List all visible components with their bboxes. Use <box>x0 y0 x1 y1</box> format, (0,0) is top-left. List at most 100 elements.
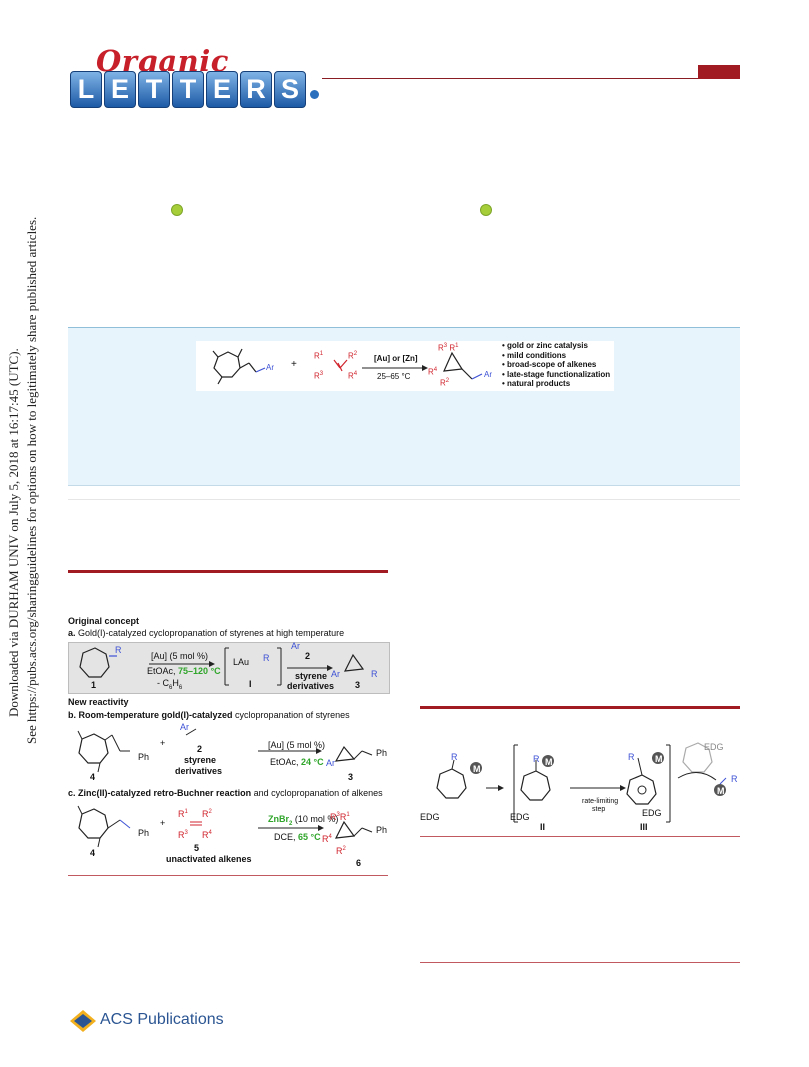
scheme2-bottom-rule <box>420 836 740 837</box>
toc-bullet: • broad-scope of alkenes <box>502 360 597 369</box>
scheme1-bottom-rule <box>68 875 388 876</box>
logo-letter: E <box>104 71 136 108</box>
scheme2-edg4: EDG <box>704 742 724 752</box>
toc-bullets: • gold or zinc catalysis • mild conditio… <box>502 341 610 389</box>
scheme2-structures <box>436 742 727 823</box>
toc-r4: R4 <box>348 371 358 381</box>
panel-c-r2: R2 <box>202 809 212 819</box>
scheme2-m4: M <box>717 786 725 796</box>
scheme2-num2: II <box>540 822 546 832</box>
scheme2-r3: R <box>628 752 635 762</box>
abstract-footer <box>68 485 740 500</box>
toc-bullet: • mild conditions <box>502 350 567 360</box>
toc-prod-r3r1: R3 R1 <box>438 343 459 353</box>
publisher-name: ACS Publications <box>100 1011 224 1028</box>
scheme2-rate2: step <box>592 806 606 813</box>
panel-a-intermediate: LAu <box>233 657 250 667</box>
toc-ar-reactant: Ar <box>266 363 274 372</box>
scheme3-bottom-rule <box>420 962 740 963</box>
toc-r1: R1 <box>314 351 324 361</box>
toc-graphic: Ar + R1 R2 R3 R4 [Au] or [Zn] 25–65 °C R… <box>196 341 614 391</box>
panel-a-derivatives: derivatives <box>287 681 335 691</box>
orcid-icon[interactable] <box>480 204 492 216</box>
logo-letter: S <box>274 71 306 108</box>
panel-a-r: R <box>115 645 122 655</box>
scheme2-r4: R <box>731 774 738 784</box>
panel-a-int-num: I <box>249 679 252 689</box>
toc-bullet: • gold or zinc catalysis <box>502 341 588 350</box>
logo-letter: R <box>240 71 272 108</box>
panel-c-prod-ph: Ph <box>376 825 388 835</box>
panel-a-styrene: styrene <box>295 671 328 681</box>
panel-b-plus: + <box>160 738 166 748</box>
panel-c-prod-r3r1: R3R1 <box>330 812 350 822</box>
scheme2-edg1: EDG <box>420 812 440 822</box>
toc-bullet: • late-stage functionalization <box>502 369 611 379</box>
toc-r2: R2 <box>348 351 358 361</box>
new-reactivity-heading: New reactivity <box>68 697 129 707</box>
panel-c-num5: 5 <box>194 843 200 853</box>
panel-c-prod-r2: R2 <box>336 846 346 856</box>
scheme2-top-rule <box>420 706 740 709</box>
toc-ar-product: Ar <box>484 370 492 379</box>
panel-a-box: R 1 [Au] (5 mol %) EtOAc, 75–120 °C - C6… <box>68 641 390 694</box>
panel-c-conditions: DCE, 65 °C <box>274 832 321 842</box>
scheme2-r2: R <box>533 754 540 764</box>
header-box <box>698 65 740 79</box>
panel-c-num4: 4 <box>90 848 96 858</box>
logo-letter: E <box>206 71 238 108</box>
logo-letter: T <box>172 71 204 108</box>
panel-b-styrene: styrene <box>184 755 217 765</box>
scheme2-edg2: EDG <box>510 812 530 822</box>
toc-r3: R3 <box>314 371 324 381</box>
scheme2-m1: M <box>473 764 481 774</box>
orcid-icon[interactable] <box>171 204 183 216</box>
panel-c-num6: 6 <box>356 858 362 868</box>
original-concept-heading: Original concept <box>68 616 140 626</box>
panel-b-prod-ar: Ar <box>326 758 335 768</box>
scheme2-rate1: rate-limiting <box>582 798 619 805</box>
panel-a-loss: - C6H6 <box>157 678 183 691</box>
scheme2-m3: M <box>655 754 663 764</box>
download-notice: Downloaded via DURHAM UNIV on July 5, 20… <box>6 348 21 717</box>
toc-plus: + <box>291 359 297 370</box>
panel-a-prod-r: R <box>371 669 378 679</box>
scheme2-m2: M <box>545 757 553 767</box>
panel-b-num2: 2 <box>197 744 203 754</box>
panel-c-plus: + <box>160 818 166 828</box>
panel-c-unactivated: unactivated alkenes <box>166 854 252 864</box>
journal-logo: L E T T E R S <box>70 71 306 108</box>
logo-letter: T <box>138 71 170 108</box>
checkmark-icon <box>310 90 319 99</box>
scheme2-num3: III <box>640 822 648 832</box>
panel-a-title: a. Gold(I)-catalyzed cyclopropanation of… <box>68 628 345 638</box>
panel-c-r1: R1 <box>178 809 188 819</box>
logo-letter: L <box>70 71 102 108</box>
toc-prod-r4: R4 <box>428 367 438 377</box>
panel-c-structures <box>77 805 373 848</box>
download-sidebar: Downloaded via DURHAM UNIV on July 5, 20… <box>0 0 48 1067</box>
panel-a-conditions: EtOAc, 75–120 °C <box>147 666 221 676</box>
panel-b-structures <box>77 728 373 773</box>
panel-a-structures <box>79 647 365 686</box>
panel-c-prod-r4: R4 <box>322 834 332 844</box>
panel-c-title: c. Zinc(II)-catalyzed retro-Buchner reac… <box>68 788 383 798</box>
scheme2-r1: R <box>451 752 458 762</box>
panel-a-catalyst: [Au] (5 mol %) <box>151 651 209 661</box>
panel-b-num4: 4 <box>90 772 96 782</box>
panel-c-catalyst: ZnBr2 (10 mol %) <box>268 814 339 827</box>
panel-a-int-r: R <box>263 653 270 663</box>
toc-prod-r2: R2 <box>440 378 450 388</box>
panel-c-r4: R4 <box>202 830 212 840</box>
panel-a-num3: 3 <box>355 680 361 690</box>
toc-structures <box>212 348 483 385</box>
panel-a-num1: 1 <box>91 680 97 690</box>
sharing-notice: See https://pubs.acs.org/sharingguidelin… <box>24 216 39 744</box>
panel-b-ph: Ph <box>138 752 150 762</box>
panel-c-r3: R3 <box>178 830 188 840</box>
panel-b-derivatives: derivatives <box>175 766 223 776</box>
panel-a-ar: Ar <box>291 641 300 651</box>
panel-b-conditions: EtOAc, 24 °C <box>270 757 324 767</box>
panel-b-catalyst: [Au] (5 mol %) <box>268 740 326 750</box>
panel-b-prod-ph: Ph <box>376 748 388 758</box>
